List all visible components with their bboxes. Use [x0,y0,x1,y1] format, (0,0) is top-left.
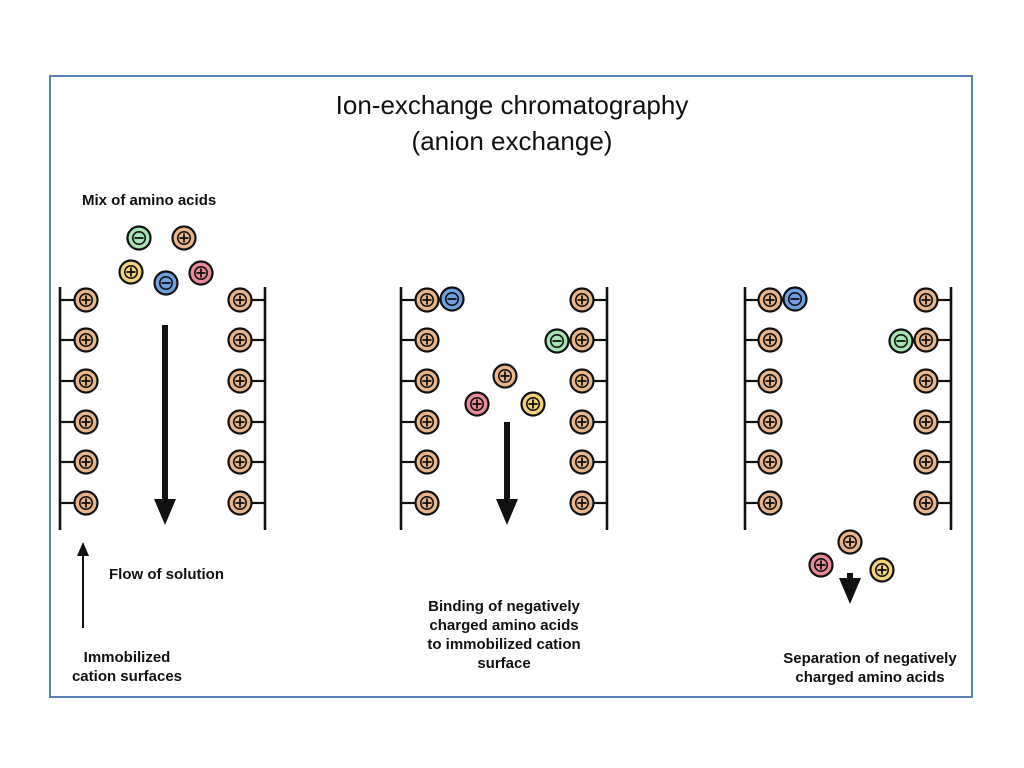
label-separation: Separation of negatively charged amino a… [783,650,957,686]
immobilized-cation-bead [757,490,783,516]
amino-acid-positive-red [464,391,490,417]
immobilized-cation-bead [73,449,99,475]
immobilized-cation-bead [757,327,783,353]
flow-arrow-panel-2-head [496,499,518,525]
immobilized-cation-bead [913,449,939,475]
immobilized-cation-bead [73,368,99,394]
immobilized-cation-bead [227,368,253,394]
immobilized-cation-bead [913,368,939,394]
immobilized-cation-bead [913,287,939,313]
immobilized-cation-bead [414,327,440,353]
immobilized-cation-bead [569,327,595,353]
diagram-title: Ion-exchange chromatography [335,90,689,120]
immobilized-cation-bead [913,490,939,516]
immobilized-cation-bead [227,327,253,353]
immobilized-cation-bead [913,409,939,435]
label-immobilized-surfaces: Immobilized cation surfaces [71,649,183,685]
immobilized-cation-bead [569,409,595,435]
bound-amino-acid-negative-blue [439,286,465,312]
amino-acid-negative-blue [153,270,179,296]
immobilized-cation-bead [569,490,595,516]
immobilized-cation-bead [227,490,253,516]
amino-acid-positive-orange [492,363,518,389]
amino-acid-positive-orange [171,225,197,251]
immobilized-cation-bead [757,287,783,313]
label-binding: Binding of negatively charged amino acid… [427,598,581,672]
immobilized-cation-bead [73,490,99,516]
cation-surface-rails [58,287,953,530]
immobilized-cation-bead [913,327,939,353]
immobilized-cation-bead [569,287,595,313]
immobilized-cation-bead [73,327,99,353]
immobilized-cation-bead [227,287,253,313]
immobilized-cation-bead [569,449,595,475]
flow-arrows [77,325,861,628]
immobilized-cation-bead [414,490,440,516]
pointer-arrow-head [77,542,89,556]
bound-amino-acid-negative-green [544,328,570,354]
diagram-subtitle: (anion exchange) [411,126,613,156]
amino-acid-positive-red [188,260,214,286]
amino-acid-positive-yellow [520,391,546,417]
immobilized-cation-bead [414,409,440,435]
immobilized-cation-bead [757,368,783,394]
immobilized-cation-bead [414,287,440,313]
immobilized-cation-bead [227,449,253,475]
immobilized-cation-bead [73,409,99,435]
flow-arrow-panel-3-head [839,578,861,604]
eluted-amino-acid-positive-red [808,552,834,578]
label-mix-of-amino-acids: Mix of amino acids [82,192,217,209]
bound-amino-acid-negative-green [888,328,914,354]
immobilized-cation-bead [757,409,783,435]
beads [73,225,939,583]
flow-arrow-panel-1-head [154,499,176,525]
amino-acid-positive-yellow [118,259,144,285]
immobilized-cation-bead [414,449,440,475]
immobilized-cation-bead [73,287,99,313]
immobilized-cation-bead [414,368,440,394]
immobilized-cation-bead [227,409,253,435]
bound-amino-acid-negative-blue [782,286,808,312]
immobilized-cation-bead [757,449,783,475]
eluted-amino-acid-positive-orange [837,529,863,555]
amino-acid-negative-green [126,225,152,251]
label-flow-of-solution: Flow of solution [109,566,224,583]
immobilized-cation-bead [569,368,595,394]
eluted-amino-acid-positive-yellow [869,557,895,583]
